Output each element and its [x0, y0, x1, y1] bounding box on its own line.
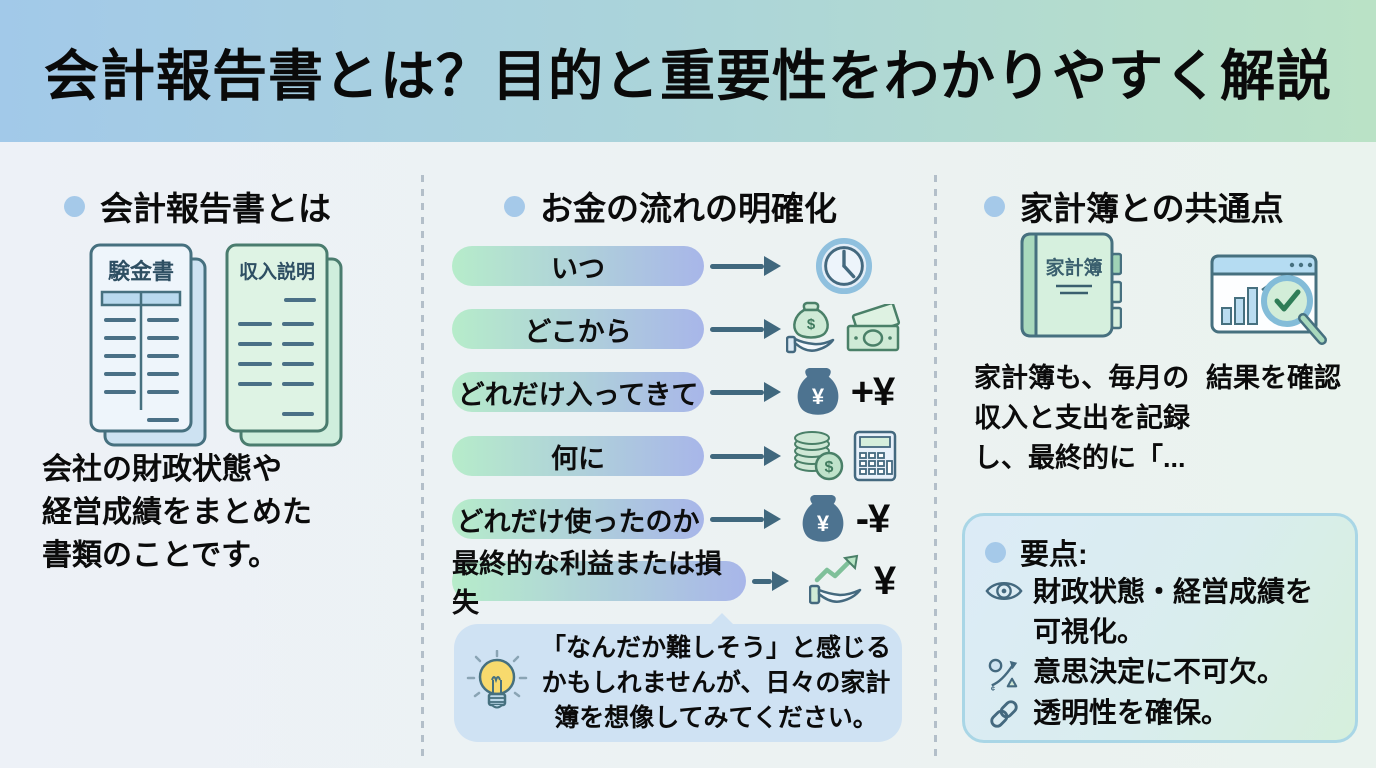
keypoint-text: 財政状態・経営成績を 可視化。	[1033, 576, 1314, 647]
result-caption: 結果を確認	[1206, 363, 1341, 393]
flow-row: いつ	[452, 237, 922, 295]
arrow-right-icon	[710, 382, 781, 402]
flow-row-icons: $	[784, 430, 904, 482]
flow-pill: 何に	[452, 436, 704, 476]
flow-pill-label: 最終的な利益または損失	[452, 549, 722, 618]
dollar-glyph: $	[806, 316, 815, 333]
bullet-dot-icon	[984, 195, 1005, 217]
browser-icon-wrap	[1210, 254, 1336, 359]
section-comparison: 家計簿との共通点 家計簿	[960, 142, 1362, 768]
main-content: 会計報告書とは 験金書	[0, 142, 1376, 768]
bullet-dot-icon	[985, 541, 1006, 563]
banknotes-icon	[846, 304, 900, 352]
flow-pill-label: いつ	[551, 253, 605, 284]
yen-glyph: ¥	[817, 511, 830, 536]
flow-row-icons: ¥	[792, 554, 912, 608]
result-check-icon	[1210, 254, 1327, 345]
flow-heading: お金の流れの明確化	[504, 182, 837, 230]
keypoints-heading: 要点:	[985, 532, 1337, 572]
svg-text:¢: ¢	[991, 684, 995, 693]
keypoint-item: ¢ 意思決定に不可欠。	[985, 652, 1337, 693]
dollar-glyph: $	[824, 459, 833, 476]
coins-icon: $	[793, 431, 843, 481]
document-icons-row: 験金書 収入説明	[88, 242, 346, 450]
arrow-right-icon	[710, 256, 781, 276]
flow-pill-label: 何に	[551, 443, 605, 474]
keypoints-box: 要点: 財政状態・経営成績を 可視化。	[962, 513, 1358, 743]
lightbulb-icon-wrap	[454, 650, 540, 716]
comparison-heading-label: 家計簿との共通点	[1020, 190, 1284, 227]
tip-note-box: 「なんだか難しそう」と感じる かもしれませんが、日々の家計 簿を想像してみてくだ…	[454, 613, 902, 742]
flow-suffix: -¥	[855, 496, 891, 541]
definition-heading-label: 会計報告書とは	[100, 190, 331, 227]
ledger-caption: 家計簿も、毎月の 収入と支出を記録 し、最終的に「...	[974, 363, 1190, 473]
document-green-icon: 収入説明	[225, 243, 343, 447]
section-definition: 会計報告書とは 験金書	[40, 142, 420, 768]
flow-row: 何に $	[452, 430, 922, 482]
flow-suffix: +¥	[850, 369, 896, 414]
flow-row: 最終的な利益または損失 ¥	[452, 549, 922, 618]
eye-icon	[985, 577, 1023, 605]
flow-pill: いつ	[452, 246, 704, 286]
keypoint-item: 透明性を確保。	[985, 693, 1337, 733]
keypoints-heading-label: 要点:	[1020, 539, 1088, 571]
header-banner: 会計報告書とは？目的と重要性をわかりやすく解説	[0, 0, 1376, 142]
keypoint-text: 透明性を確保。	[1033, 697, 1230, 728]
note-tail-icon	[709, 613, 735, 626]
flow-row-icons: ¥ -¥	[784, 492, 904, 546]
flow-row-icons: $	[784, 301, 904, 357]
flow-row: どれだけ入ってきて ¥ +¥	[452, 368, 922, 415]
document-blue-icon: 験金書	[89, 243, 207, 447]
arrow-right-icon	[752, 571, 789, 591]
household-ledger-icon: 家計簿	[1020, 232, 1123, 338]
column-divider	[934, 175, 937, 759]
flow-pill: どれだけ使ったのか	[452, 499, 704, 539]
definition-heading: 会計報告書とは	[64, 182, 331, 230]
arrow-right-icon	[710, 319, 781, 339]
lightbulb-icon	[466, 650, 528, 709]
bullet-dot-icon	[504, 195, 525, 217]
flow-pill-label: どれだけ使ったのか	[456, 506, 700, 537]
flow-row: どれだけ使ったのか ¥ -¥	[452, 495, 922, 542]
money-bag-hand-icon: $	[785, 301, 834, 354]
section-money-flow: お金の流れの明確化 いつ	[452, 142, 922, 768]
flow-pill-label: どれだけ入ってきて	[457, 379, 699, 410]
arrow-right-icon	[710, 446, 781, 466]
notebook-icon-wrap: 家計簿	[1018, 230, 1123, 345]
calculator-icon	[853, 430, 896, 482]
yen-glyph: ¥	[812, 384, 825, 409]
decision-icon: ¢	[985, 657, 1023, 693]
keypoint-text: 意思決定に不可欠。	[1033, 656, 1286, 687]
flow-row: どこから $	[452, 301, 922, 354]
bullet-dot-icon	[64, 195, 85, 217]
flow-pill: 最終的な利益または損失	[452, 549, 746, 618]
flow-row-icons	[784, 237, 904, 295]
comparison-heading: 家計簿との共通点	[984, 182, 1284, 230]
arrow-right-icon	[710, 509, 781, 529]
definition-description: 会社の財政状態や 経営成績をまとめた 書類のことです。	[42, 453, 312, 572]
column-divider	[421, 175, 424, 759]
tip-note-text: 「なんだか難しそう」と感じる かもしれませんが、日々の家計 簿を想像してみてくだ…	[540, 633, 891, 732]
clock-icon	[815, 237, 873, 295]
flow-pill: どこから	[452, 309, 704, 349]
link-icon	[985, 698, 1023, 730]
flow-pill: どれだけ入ってきて	[452, 372, 704, 412]
flow-pill-label: どこから	[524, 316, 632, 347]
notebook-label: 家計簿	[1045, 256, 1102, 279]
profit-hand-icon	[808, 554, 862, 605]
flow-suffix: ¥	[873, 558, 896, 603]
document-green-title: 収入説明	[239, 260, 315, 283]
money-bag-yen-icon: ¥	[797, 368, 839, 415]
flow-row-icons: ¥ +¥	[784, 365, 904, 419]
page-title: 会計報告書とは？目的と重要性をわかりやすく解説	[43, 45, 1332, 107]
flow-heading-label: お金の流れの明確化	[540, 190, 837, 227]
keypoint-item: 財政状態・経営成績を 可視化。	[985, 572, 1337, 652]
document-blue-title: 験金書	[108, 259, 174, 284]
money-bag-yen-icon: ¥	[802, 495, 844, 542]
